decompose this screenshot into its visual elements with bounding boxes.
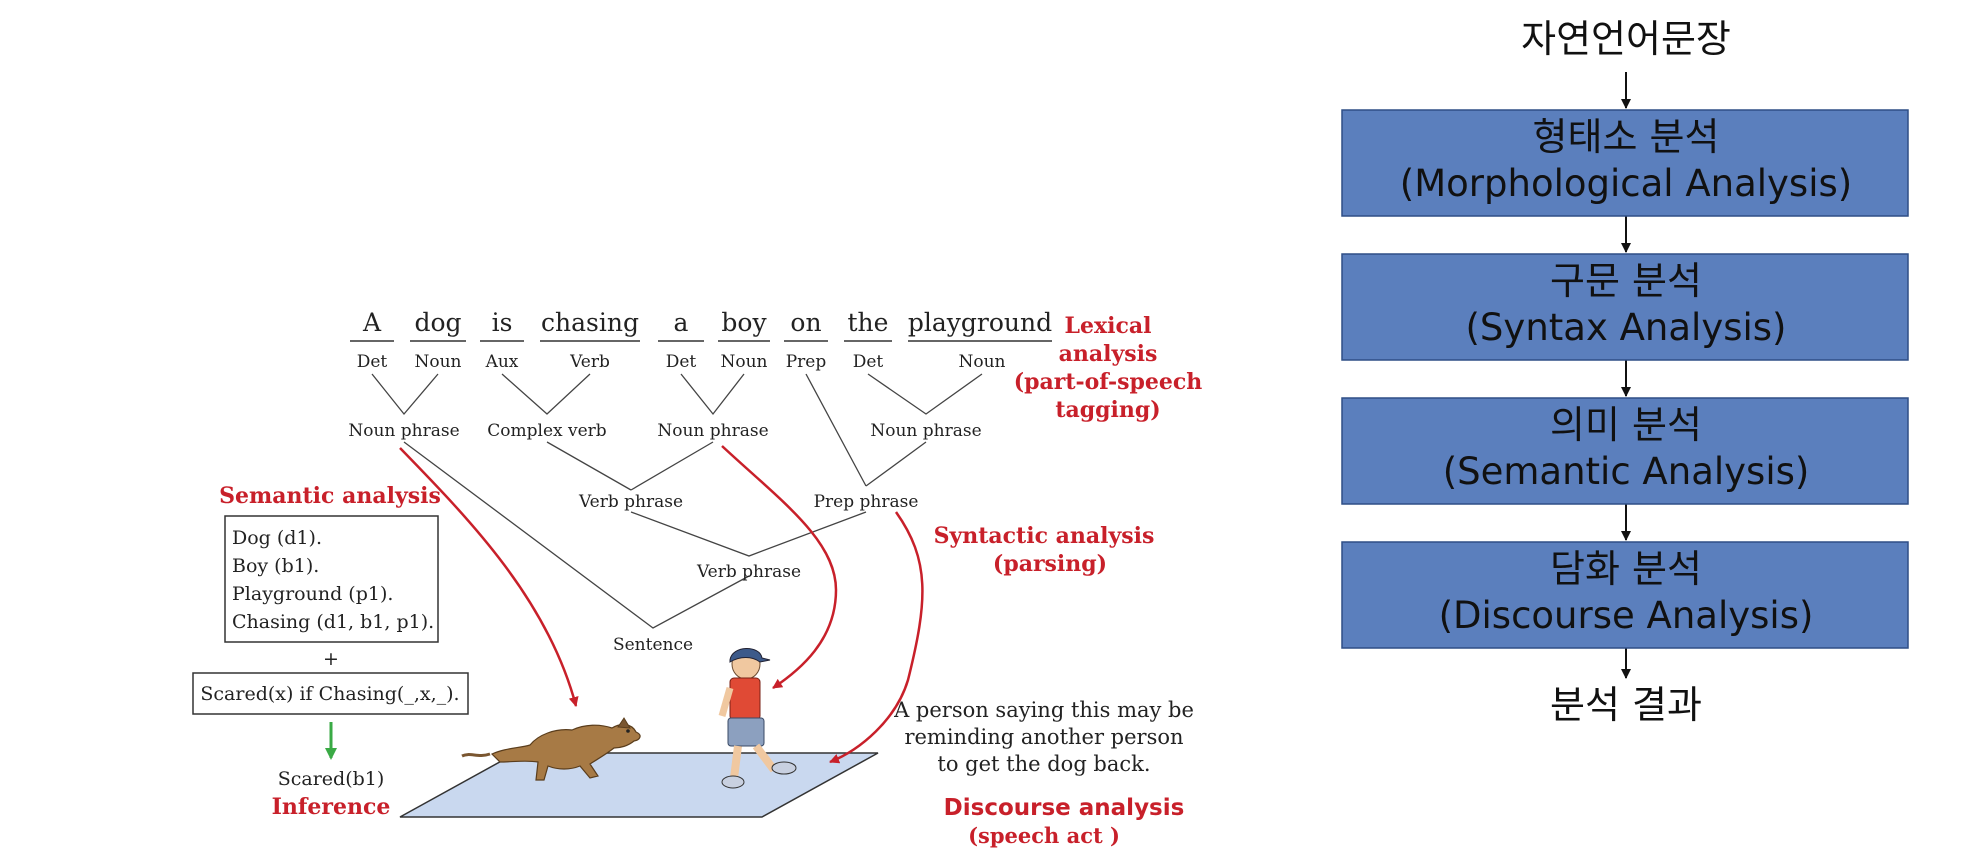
svg-text:(parsing): (parsing) bbox=[993, 551, 1107, 577]
playground-surface bbox=[399, 752, 879, 818]
stage-morphological: 형태소 분석 (Morphological Analysis) bbox=[1341, 109, 1909, 217]
pos-tag-row: Det Noun Aux Verb Det Noun Prep Det Noun bbox=[357, 352, 1006, 372]
pipeline-output: 분석 결과 bbox=[1550, 683, 1702, 727]
word-row: A dog is chasing a boy on the playground bbox=[362, 308, 1052, 337]
plus-sign: + bbox=[323, 648, 339, 670]
fact-chasing: Chasing (d1, b1, p1). bbox=[232, 611, 434, 633]
speech-act-label: (speech act ) bbox=[968, 823, 1120, 848]
svg-text:(part-of-speech: (part-of-speech bbox=[1014, 369, 1203, 395]
word-on: on bbox=[790, 308, 821, 337]
stage-syntax-ko: 구문 분석 bbox=[1550, 259, 1702, 303]
analysis-arrows bbox=[399, 445, 924, 764]
svg-text:to get the dog back.: to get the dog back. bbox=[937, 752, 1150, 776]
discourse-link-arrow bbox=[829, 511, 924, 764]
syntactic-link-arrow bbox=[721, 445, 838, 690]
stage-syntax: 구문 분석 (Syntax Analysis) bbox=[1341, 253, 1909, 361]
pos-noun-2: Noun bbox=[720, 352, 767, 372]
lexical-analysis-label: Lexical analysis (part-of-speech tagging… bbox=[1014, 313, 1203, 423]
np2-label: Noun phrase bbox=[657, 421, 768, 441]
stage-discourse-ko: 담화 분석 bbox=[1550, 547, 1702, 591]
stage-discourse-en: (Discourse Analysis) bbox=[1439, 594, 1814, 637]
pos-prep: Prep bbox=[786, 352, 827, 372]
nlp-analysis-illustration: A dog is chasing a boy on the playground… bbox=[192, 308, 1203, 848]
pos-det-3: Det bbox=[853, 352, 884, 372]
np1-label: Noun phrase bbox=[348, 421, 459, 441]
svg-text:analysis: analysis bbox=[1059, 341, 1158, 367]
word-a: A bbox=[362, 308, 382, 337]
stage-discourse: 담화 분석 (Discourse Analysis) bbox=[1341, 541, 1909, 649]
pos-noun-3: Noun bbox=[958, 352, 1005, 372]
rule-box bbox=[192, 672, 469, 715]
pos-aux: Aux bbox=[485, 352, 519, 372]
inference-result: Scared(b1) bbox=[278, 768, 385, 790]
stage-morphological-en: (Morphological Analysis) bbox=[1400, 162, 1852, 205]
svg-text:tagging): tagging) bbox=[1055, 397, 1160, 423]
phrase-labels: Noun phrase Complex verb Noun phrase Nou… bbox=[348, 421, 981, 655]
nlp-pipeline-flowchart: 자연언어문장 형태소 분석 (Morphological Analysis) 구… bbox=[1341, 17, 1909, 727]
pos-verb: Verb bbox=[569, 352, 610, 372]
word-chasing: chasing bbox=[541, 308, 639, 337]
pipeline-input: 자연언어문장 bbox=[1521, 17, 1731, 61]
word-the: the bbox=[848, 308, 889, 337]
word-dog: dog bbox=[414, 308, 461, 337]
svg-text:A person saying this may be: A person saying this may be bbox=[893, 698, 1194, 722]
syntactic-analysis-label: Syntactic analysis (parsing) bbox=[934, 523, 1155, 577]
semantic-analysis-label: Semantic analysis bbox=[219, 483, 441, 509]
boy-icon bbox=[718, 648, 797, 789]
word-boy: boy bbox=[721, 308, 767, 337]
word-a2: a bbox=[674, 308, 689, 337]
stage-morphological-ko: 형태소 분석 bbox=[1533, 115, 1720, 159]
svg-text:Syntactic analysis: Syntactic analysis bbox=[934, 523, 1155, 549]
fact-dog: Dog (d1). bbox=[232, 527, 322, 549]
inference-label: Inference bbox=[272, 794, 391, 820]
stage-semantic-ko: 의미 분석 bbox=[1550, 403, 1702, 447]
svg-text:Lexical: Lexical bbox=[1065, 313, 1152, 339]
verb-phrase2-label: Verb phrase bbox=[696, 562, 801, 582]
stage-syntax-en: (Syntax Analysis) bbox=[1466, 306, 1787, 349]
complex-verb-label: Complex verb bbox=[487, 421, 607, 441]
discourse-analysis-label: Discourse analysis bbox=[944, 795, 1185, 821]
semantic-link-arrow bbox=[399, 447, 579, 707]
pos-det-2: Det bbox=[666, 352, 697, 372]
sentence-label: Sentence bbox=[613, 635, 693, 655]
pos-noun-1: Noun bbox=[414, 352, 461, 372]
dog-icon bbox=[461, 717, 641, 781]
semantic-facts: Dog (d1). Boy (b1). Playground (p1). Cha… bbox=[232, 527, 434, 633]
word-is: is bbox=[492, 308, 513, 337]
np3-label: Noun phrase bbox=[870, 421, 981, 441]
fact-boy: Boy (b1). bbox=[232, 555, 319, 577]
rule-text: Scared(x) if Chasing(_,x,_). bbox=[200, 683, 459, 705]
parse-tree-lines bbox=[371, 373, 983, 629]
semantic-facts-box bbox=[224, 515, 439, 643]
pos-det-1: Det bbox=[357, 352, 388, 372]
speech-context-text: A person saying this may be reminding an… bbox=[893, 698, 1194, 776]
fact-playground: Playground (p1). bbox=[232, 583, 393, 605]
verb-phrase1-label: Verb phrase bbox=[578, 492, 683, 512]
prep-phrase-label: Prep phrase bbox=[814, 492, 919, 512]
svg-text:reminding another person: reminding another person bbox=[904, 725, 1183, 749]
word-playground: playground bbox=[908, 308, 1052, 337]
stage-semantic-en: (Semantic Analysis) bbox=[1443, 450, 1810, 493]
stage-semantic: 의미 분석 (Semantic Analysis) bbox=[1341, 397, 1909, 505]
